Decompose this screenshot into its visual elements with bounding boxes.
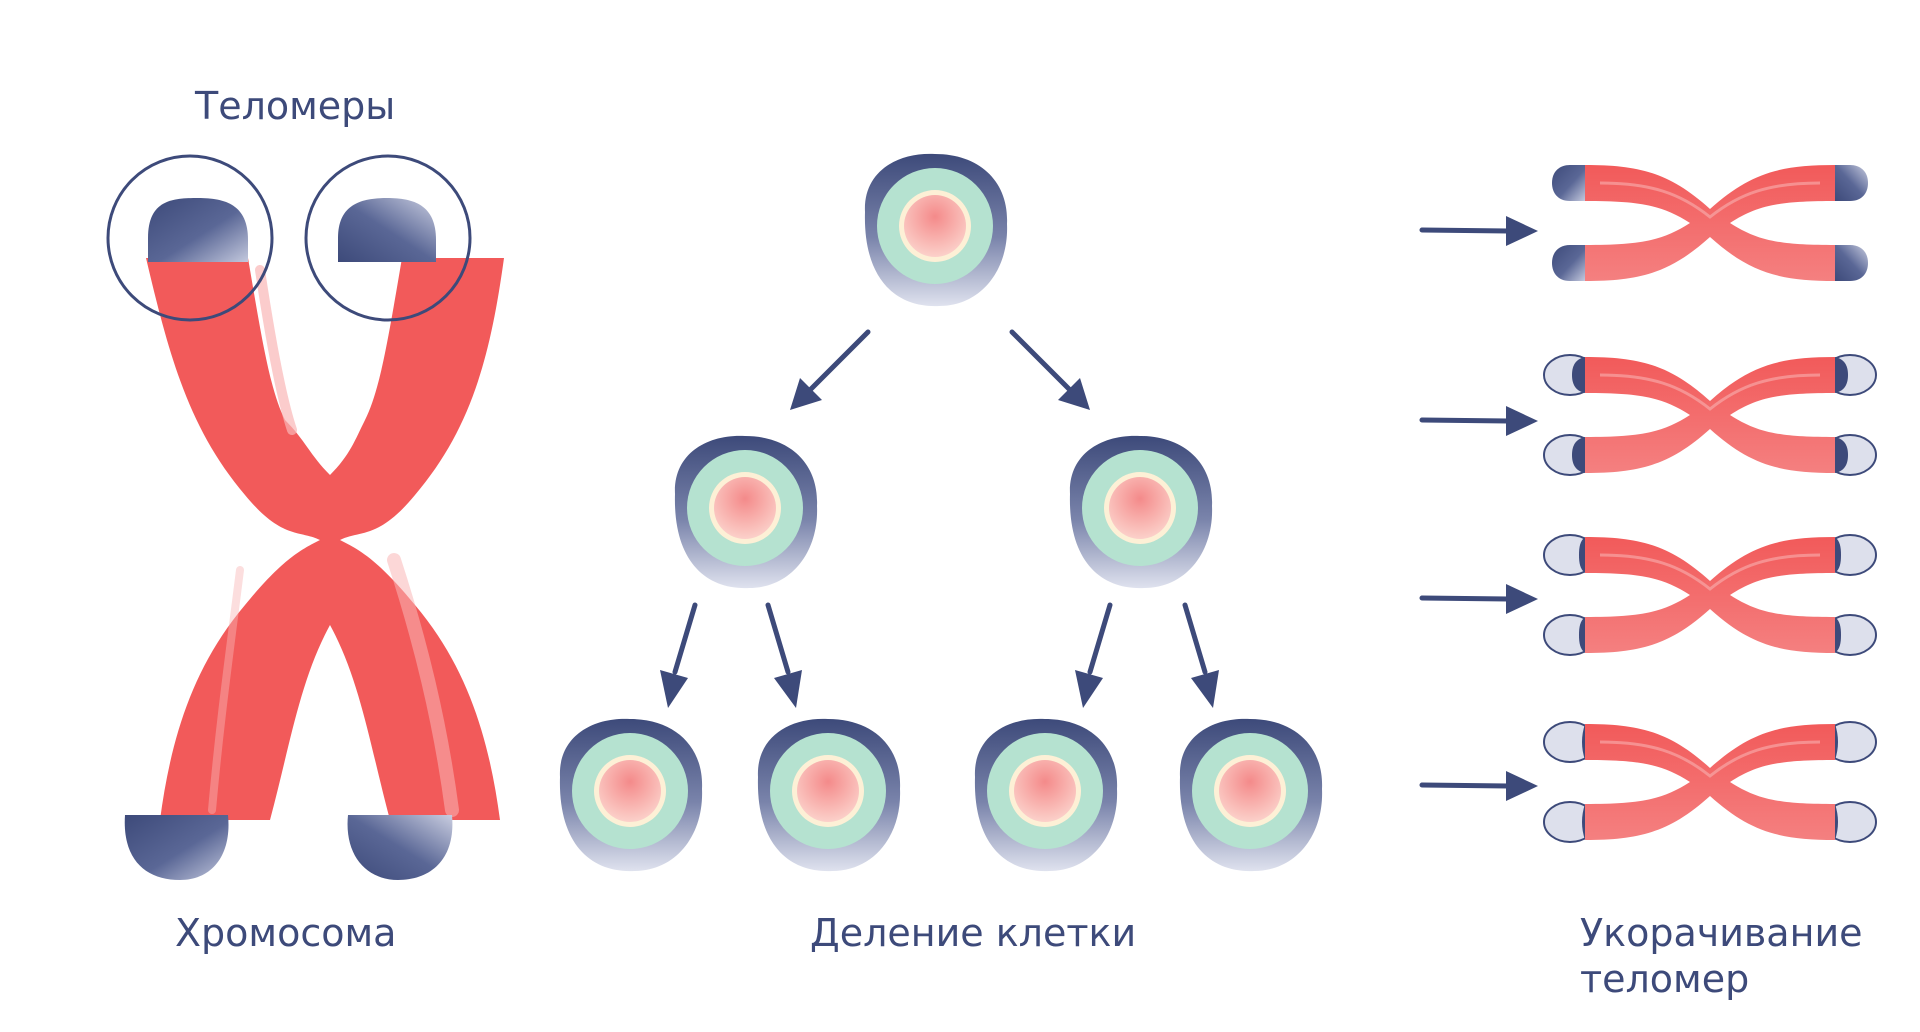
telomere-shortening-sequence — [1419, 163, 1877, 843]
arrow-icon — [1419, 595, 1511, 602]
chromosome-icon — [1543, 354, 1877, 476]
telomeres-label: Теломеры — [195, 84, 396, 128]
arrow-icon — [1419, 227, 1511, 234]
telomere-shortening-label: Укорачивание теломер — [1580, 910, 1863, 1002]
arrow-icon — [1419, 782, 1511, 789]
arrow-icon — [672, 602, 698, 675]
cell-icon — [674, 435, 818, 589]
telomere-shortening-label-line2: теломер — [1580, 957, 1750, 1001]
arrow-icon — [1419, 417, 1511, 424]
arrow-icon — [1087, 602, 1113, 675]
cell-icon — [864, 153, 1008, 307]
arrow-icon — [1009, 329, 1075, 395]
arrow-icon — [805, 329, 871, 395]
cell-icon — [1069, 435, 1213, 589]
cell-division-tree — [559, 153, 1323, 872]
chromosome-icon — [106, 154, 504, 880]
arrow-icon — [765, 602, 791, 675]
chromosome-icon — [1543, 721, 1877, 843]
chromosome-label: Хромосома — [175, 911, 397, 955]
chromosome-icon — [1543, 534, 1877, 656]
cell-icon — [1179, 718, 1323, 872]
arrow-icon — [1182, 602, 1208, 675]
cell-icon — [757, 718, 901, 872]
cell-icon — [559, 718, 703, 872]
cell-icon — [974, 718, 1118, 872]
telomere-shortening-label-line1: Укорачивание — [1580, 911, 1863, 955]
chromosome-icon — [1552, 163, 1868, 283]
cell-division-label: Деление клетки — [810, 911, 1137, 955]
